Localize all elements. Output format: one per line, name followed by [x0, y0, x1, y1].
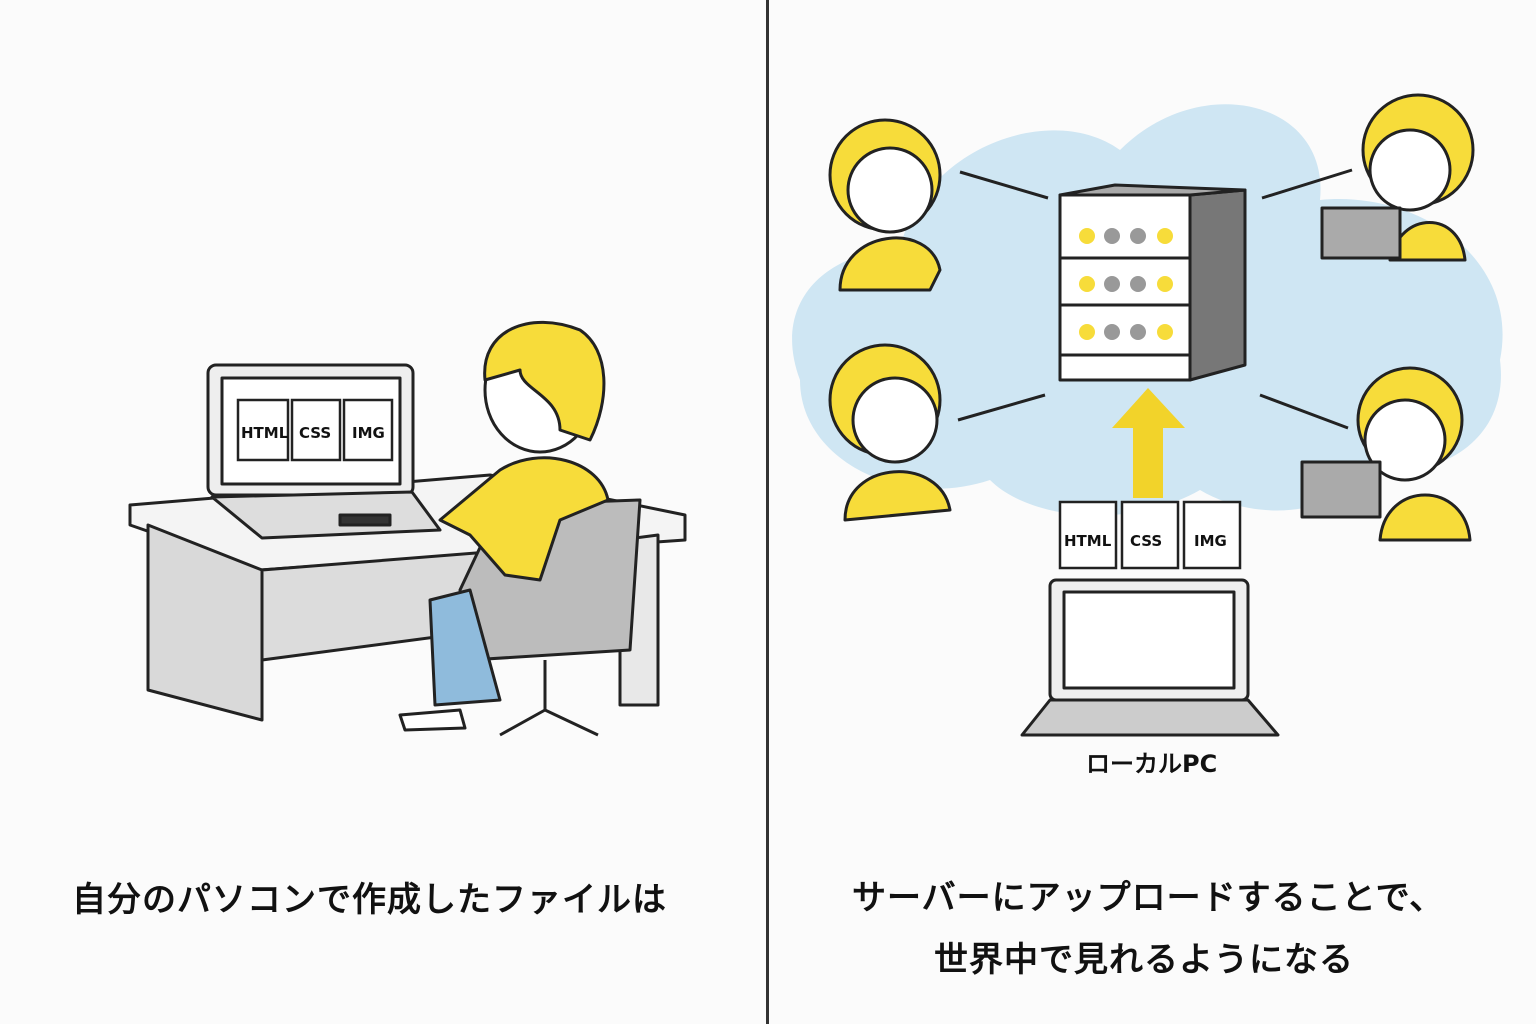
panel-divider	[766, 0, 769, 1024]
right-file-icons: HTML CSS IMG	[1058, 500, 1242, 570]
left-file-icons: HTML CSS IMG	[236, 398, 394, 462]
svg-text:HTML: HTML	[1064, 532, 1112, 550]
right-caption-line2: 世界中で見れるようになる	[934, 940, 1354, 980]
local-pc-label: ローカルPC	[1086, 750, 1218, 778]
svg-text:CSS: CSS	[1130, 532, 1162, 550]
left-illustration: HTML CSS IMG	[128, 320, 687, 737]
left-caption: 自分のパソコンで作成したファイルは	[72, 880, 667, 920]
svg-text:IMG: IMG	[1194, 532, 1227, 550]
svg-text:HTML: HTML	[241, 424, 289, 442]
right-caption-line1: サーバーにアップロードすることで、	[852, 878, 1445, 918]
svg-text:CSS: CSS	[299, 424, 331, 442]
server-lights	[1079, 228, 1173, 340]
svg-text:IMG: IMG	[352, 424, 385, 442]
